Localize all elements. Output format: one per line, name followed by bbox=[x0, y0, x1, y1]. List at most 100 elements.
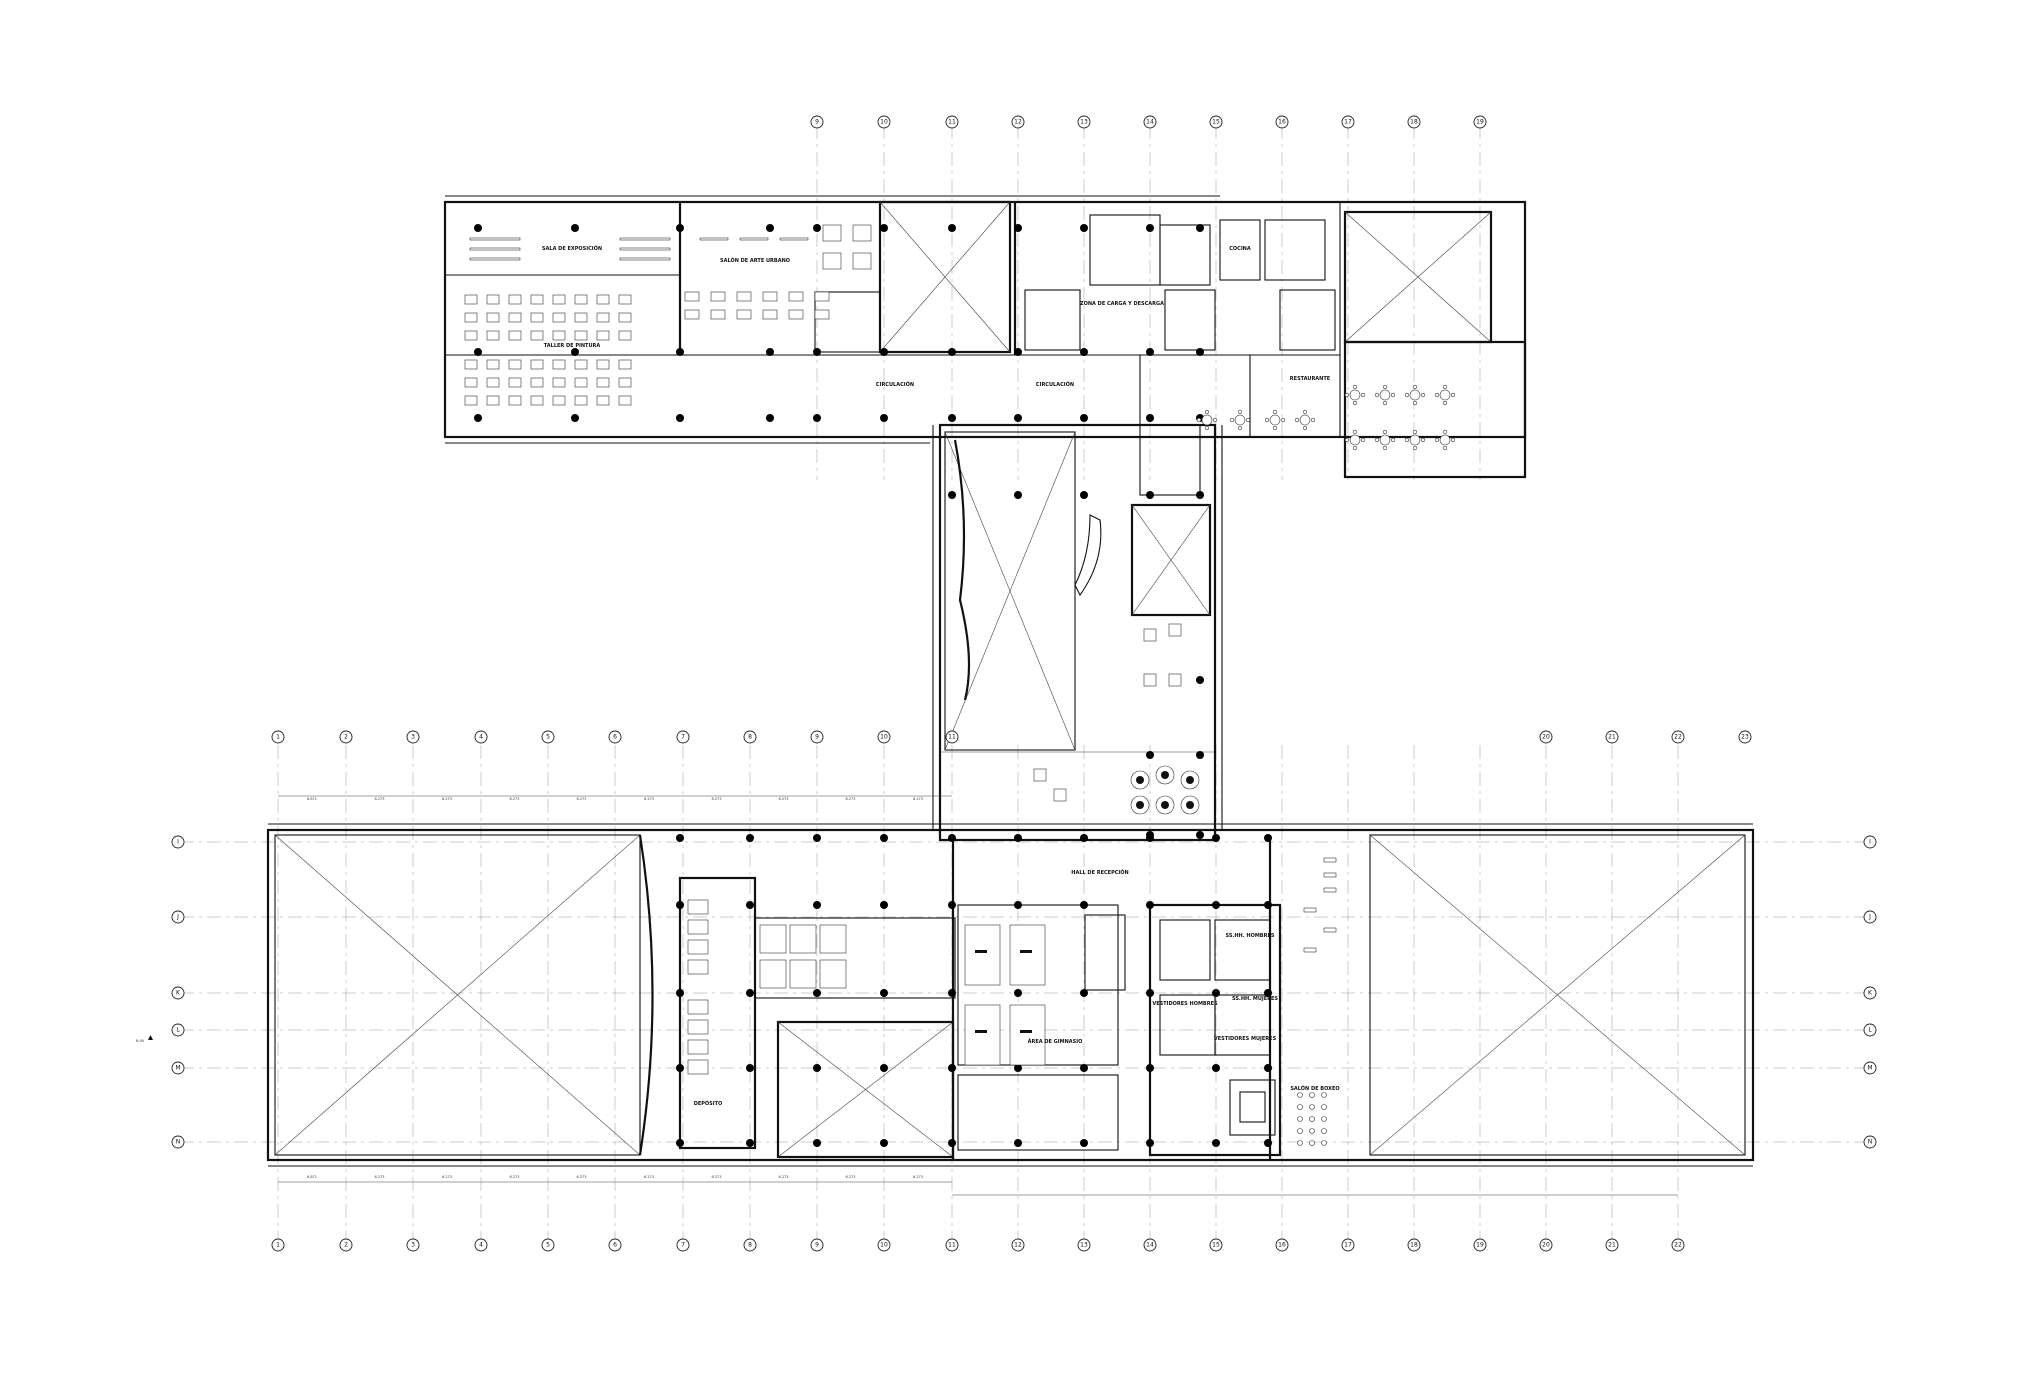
label-deposito: DEPÓSITO bbox=[694, 1100, 723, 1107]
grid-bubble-circle bbox=[1863, 1135, 1877, 1149]
grid-bubble-label: 20 bbox=[1542, 734, 1550, 741]
grid-bubble: 22 bbox=[1671, 730, 1685, 744]
grid-bubble: 14 bbox=[1143, 1238, 1157, 1252]
booth-table bbox=[1186, 776, 1194, 784]
desk bbox=[618, 395, 632, 406]
grid-bubble-circle bbox=[271, 1238, 285, 1252]
chair bbox=[1450, 392, 1456, 398]
chair bbox=[1245, 417, 1251, 423]
toilet-stall bbox=[687, 939, 709, 955]
desk bbox=[464, 377, 478, 388]
column bbox=[1196, 676, 1204, 684]
toilet-stall bbox=[687, 1019, 709, 1035]
grid-bubble: 13 bbox=[1077, 1238, 1091, 1252]
desk bbox=[464, 359, 478, 370]
cafe-table bbox=[1033, 768, 1047, 782]
grid-bubble: 18 bbox=[1407, 1238, 1421, 1252]
punching-bag bbox=[1297, 1140, 1303, 1146]
grid-bubble-circle bbox=[171, 910, 185, 924]
desk bbox=[530, 312, 544, 323]
chair bbox=[1382, 445, 1388, 451]
grid-bubble: I bbox=[171, 835, 185, 849]
desk bbox=[574, 312, 588, 323]
storage-bay bbox=[789, 924, 817, 954]
chair bbox=[1412, 384, 1418, 390]
dimension-label: 6.273 bbox=[509, 797, 519, 801]
grid-bubble: 9 bbox=[810, 730, 824, 744]
label-zona-carga: ZONA DE CARGA Y DESCARGA bbox=[1080, 301, 1164, 307]
grid-bubble-label: 2 bbox=[344, 1242, 348, 1249]
central-connector bbox=[932, 423, 1223, 842]
exhibit-panel bbox=[699, 237, 729, 241]
column bbox=[766, 414, 774, 422]
level-marker-icon bbox=[148, 1035, 153, 1040]
grid-bubble-circle bbox=[877, 1238, 891, 1252]
grid-bubble-label: 12 bbox=[1014, 1242, 1022, 1249]
chair bbox=[1352, 429, 1358, 435]
training-mat bbox=[1009, 1004, 1046, 1066]
grid-bubble: 5 bbox=[541, 730, 555, 744]
restaurant-table bbox=[1349, 434, 1361, 446]
column bbox=[1080, 224, 1088, 232]
grid-bubble-circle bbox=[1209, 1238, 1223, 1252]
column bbox=[1146, 224, 1154, 232]
toilet-stall bbox=[687, 1039, 709, 1055]
column bbox=[1212, 901, 1220, 909]
desk bbox=[508, 377, 522, 388]
grid-bubble: 9 bbox=[810, 115, 824, 129]
punching-bag bbox=[1321, 1104, 1327, 1110]
grid-bubble: 20 bbox=[1539, 1238, 1553, 1252]
desk bbox=[552, 359, 566, 370]
grid-bubble-circle bbox=[1341, 115, 1355, 129]
column bbox=[1014, 834, 1022, 842]
storage-bay bbox=[789, 959, 817, 989]
desk bbox=[596, 377, 610, 388]
dimension-label: 6.871 bbox=[307, 1175, 317, 1179]
grid-bubble: 7 bbox=[676, 1238, 690, 1252]
punching-bag bbox=[1309, 1104, 1315, 1110]
desk bbox=[486, 377, 500, 388]
toilet-stall bbox=[687, 999, 709, 1015]
grid-bubble: L bbox=[171, 1023, 185, 1037]
column bbox=[676, 834, 684, 842]
desk bbox=[618, 377, 632, 388]
grid-bubble-circle bbox=[1539, 730, 1553, 744]
restaurant-table bbox=[1379, 389, 1391, 401]
training-mat bbox=[964, 924, 1001, 986]
grid-bubble-label: 3 bbox=[411, 1242, 415, 1249]
grid-bubble-circle bbox=[171, 1023, 185, 1037]
desk bbox=[486, 294, 500, 305]
dimension-label: 6.273 bbox=[711, 797, 721, 801]
label-cocina: COCINA bbox=[1229, 246, 1251, 252]
column bbox=[813, 1064, 821, 1072]
chair bbox=[1450, 437, 1456, 443]
chair bbox=[1420, 437, 1426, 443]
grid-bubble-label: 10 bbox=[880, 119, 888, 126]
grid-bubble-circle bbox=[1143, 1238, 1157, 1252]
chair bbox=[1374, 437, 1380, 443]
column bbox=[880, 224, 888, 232]
column bbox=[1014, 414, 1022, 422]
grid-bubble: 10 bbox=[877, 115, 891, 129]
column bbox=[1080, 1064, 1088, 1072]
grid-bubble-label: K bbox=[1868, 990, 1873, 997]
column bbox=[880, 901, 888, 909]
grid-bubble-label: M bbox=[175, 1065, 180, 1072]
lower-wing bbox=[266, 823, 1755, 1167]
grid-bubble-circle bbox=[1275, 115, 1289, 129]
chair bbox=[1352, 445, 1358, 451]
dimension-label: 6.273 bbox=[374, 797, 384, 801]
chair bbox=[1237, 409, 1243, 415]
chair bbox=[1412, 429, 1418, 435]
column bbox=[571, 348, 579, 356]
grid-bubble-label: 11 bbox=[948, 734, 956, 741]
desk bbox=[574, 294, 588, 305]
grid-bubble-label: N bbox=[1868, 1139, 1873, 1146]
room-labels: SALA DE EXPOSICIÓN SALÓN DE ARTE URBANO … bbox=[136, 245, 1340, 1107]
grid-bubble: 9 bbox=[810, 1238, 824, 1252]
grid-bubble: 10 bbox=[877, 730, 891, 744]
dimension-label: 6.273 bbox=[913, 797, 923, 801]
grid-bubble-circle bbox=[945, 115, 959, 129]
dimension-label: 6.273 bbox=[644, 1175, 654, 1179]
